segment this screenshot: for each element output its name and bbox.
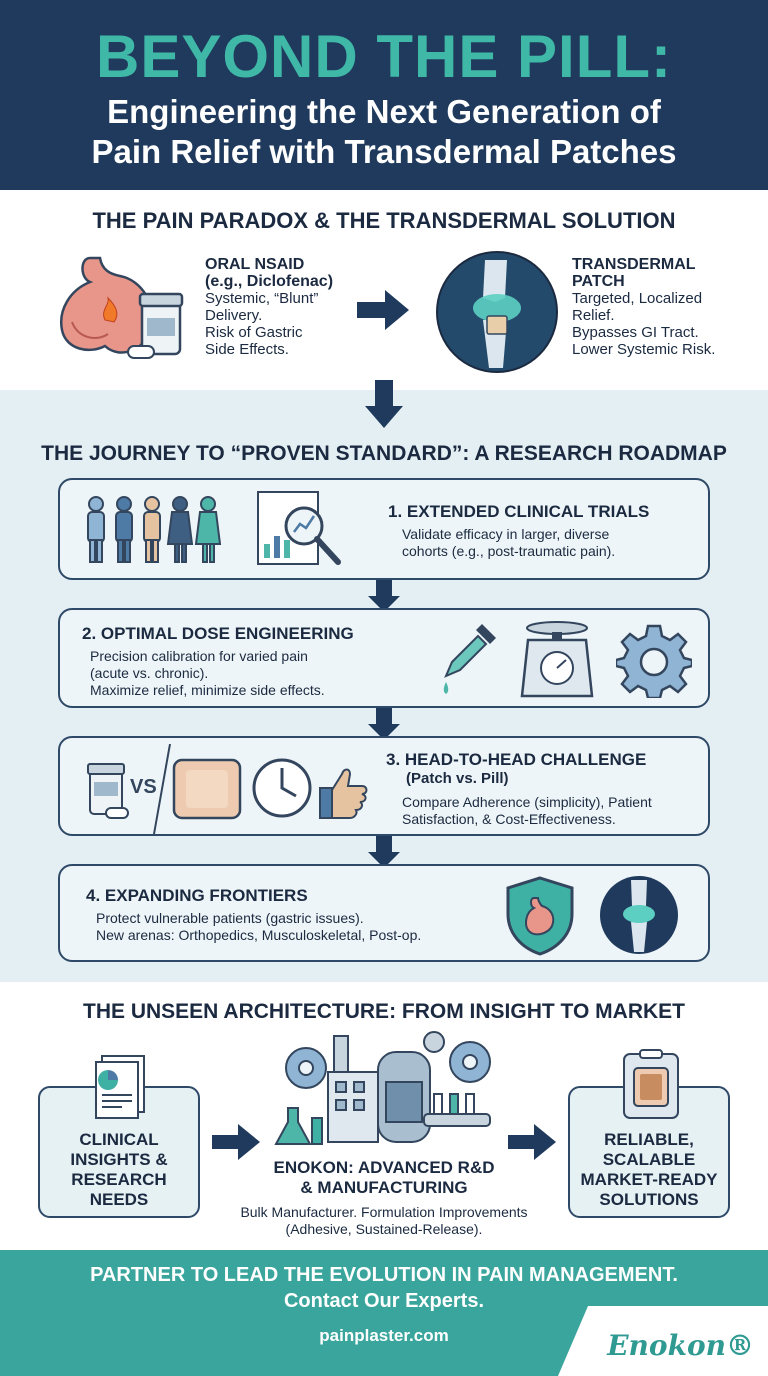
step-2-desc-line: (acute vs. chronic).: [90, 665, 209, 681]
scale-icon: [520, 621, 594, 698]
pill-bottle-icon: [87, 763, 129, 819]
people-group-icon: [87, 496, 222, 563]
oral-line: Side Effects.: [205, 341, 289, 358]
document-icon: [95, 1055, 145, 1119]
roadmap-step-2-card: 2. OPTIMAL DOSE ENGINEERING Precision ca…: [58, 608, 710, 708]
step-2-desc-line: Precision calibration for varied pain: [90, 648, 308, 664]
pain-paradox-section: THE PAIN PARADOX & THE TRANSDERMAL SOLUT…: [0, 190, 768, 390]
step-4-title: 4. EXPANDING FRONTIERS: [86, 886, 308, 905]
market-line: RELIABLE,: [604, 1130, 694, 1149]
transdermal-patch-text: TRANSDERMAL PATCH Targeted, Localized Re…: [572, 256, 715, 358]
enokon-rd-desc: Bulk Manufacturer. Formulation Improveme…: [204, 1204, 564, 1238]
oral-line: Systemic, “Blunt”: [205, 290, 319, 307]
enokon-title-line: ENOKON: ADVANCED R&D: [273, 1158, 495, 1177]
knee-joint-icon: [600, 876, 678, 954]
patch-line: Bypasses GI Tract.: [572, 324, 699, 341]
header-banner: BEYOND THE PILL: Engineering the Next Ge…: [0, 0, 768, 190]
step-4-desc: Protect vulnerable patients (gastric iss…: [96, 910, 421, 944]
roadmap-title: THE JOURNEY TO “PROVEN STANDARD”: A RESE…: [41, 442, 727, 465]
knee-joint-icon: [436, 251, 558, 373]
footer-contact[interactable]: Contact Our Experts.: [283, 1290, 485, 1312]
patch-line: Lower Systemic Risk.: [572, 341, 716, 358]
enokon-logo[interactable]: Enokon®: [607, 1329, 754, 1362]
stomach-pill-bottle-icon: [60, 256, 184, 359]
step-1-desc: Validate efficacy in larger, diverse coh…: [402, 526, 615, 560]
arrow-right-icon: [357, 290, 409, 330]
clock-thumbs-up-icon: [252, 758, 368, 819]
step-2-desc-line: Maximize relief, minimize side effects.: [90, 682, 325, 698]
clinical-line: CLINICAL: [79, 1130, 159, 1149]
step-3-title: 3. HEAD-TO-HEAD CHALLENGE: [386, 750, 647, 769]
arrow-right-icon: [508, 1124, 556, 1160]
step-3-desc-line: Compare Adherence (simplicity), Patient: [402, 794, 652, 810]
page-title: BEYOND THE PILL:: [95, 23, 672, 90]
architecture-title: THE UNSEEN ARCHITECTURE: FROM INSIGHT TO…: [83, 1000, 685, 1023]
roadmap-step-4-card: 4. EXPANDING FRONTIERS Protect vulnerabl…: [58, 864, 710, 962]
shield-stomach-icon: [506, 876, 574, 956]
dropper-icon: [443, 624, 496, 694]
arrow-down-icon: [368, 708, 400, 740]
clinical-line: INSIGHTS &: [70, 1150, 168, 1169]
patch-line: Relief.: [572, 307, 615, 324]
pain-paradox-title: THE PAIN PARADOX & THE TRANSDERMAL SOLUT…: [92, 208, 676, 233]
footer-cta: PARTNER TO LEAD THE EVOLUTION IN PAIN MA…: [90, 1264, 678, 1286]
subtitle-line-2: Pain Relief with Transdermal Patches: [91, 133, 677, 170]
gear-icon: [616, 624, 692, 698]
arrow-down-icon: [368, 836, 400, 868]
step-3-desc: Compare Adherence (simplicity), Patient …: [402, 794, 652, 828]
factory-lab-icon: [274, 1031, 491, 1145]
patch-heading-1: TRANSDERMAL: [572, 256, 696, 273]
enokon-rd-title: ENOKON: ADVANCED R&D & MANUFACTURING: [264, 1158, 504, 1198]
market-line: MARKET-READY: [580, 1170, 718, 1189]
footer-url[interactable]: painplaster.com: [319, 1326, 449, 1345]
enokon-desc-line: (Adhesive, Sustained-Release).: [285, 1221, 483, 1237]
step-1-title: 1. EXTENDED CLINICAL TRIALS: [388, 502, 650, 521]
patch-line: Targeted, Localized: [572, 290, 703, 307]
step-4-desc-line: Protect vulnerable patients (gastric iss…: [96, 910, 364, 926]
oral-line: Delivery.: [205, 307, 263, 324]
step-4-desc-line: New arenas: Orthopedics, Musculoskeletal…: [96, 927, 422, 943]
step-3-desc-line: Satisfaction, & Cost-Effectiveness.: [402, 811, 616, 827]
versus-label: VS: [130, 776, 157, 798]
page-subtitle: Engineering the Next Generation of Pain …: [0, 92, 768, 172]
patch-heading-2: PATCH: [572, 273, 625, 290]
oral-line: Risk of Gastric: [205, 324, 303, 341]
step-2-desc: Precision calibration for varied pain (a…: [90, 648, 325, 699]
roadmap-step-3-card: VS 3. HEAD-TO-HEAD CHALLENGE (Patch vs. …: [58, 736, 710, 836]
oral-heading-2: (e.g., Diclofenac): [205, 273, 334, 290]
footer-banner: PARTNER TO LEAD THE EVOLUTION IN PAIN MA…: [0, 1250, 768, 1376]
clinical-line: RESEARCH: [71, 1170, 167, 1189]
roadmap-step-1-card: 1. EXTENDED CLINICAL TRIALS Validate eff…: [58, 478, 710, 580]
oral-nsaid-text: ORAL NSAID (e.g., Diclofenac) Systemic, …: [205, 256, 333, 358]
arrow-right-icon: [212, 1124, 260, 1160]
step-1-desc-line: Validate efficacy in larger, diverse: [402, 526, 610, 542]
step-1-desc-line: cohorts (e.g., post-traumatic pain).: [402, 543, 616, 559]
arrow-down-icon: [365, 380, 403, 428]
subtitle-line-1: Engineering the Next Generation of: [107, 93, 661, 130]
divider-slash: [153, 744, 171, 834]
patch-icon: [172, 758, 242, 820]
oral-heading-1: ORAL NSAID: [205, 256, 305, 273]
logo-background: [558, 1306, 768, 1376]
research-roadmap-section: THE JOURNEY TO “PROVEN STANDARD”: A RESE…: [0, 380, 768, 982]
step-3-subtitle: (Patch vs. Pill): [406, 770, 509, 787]
step-2-title: 2. OPTIMAL DOSE ENGINEERING: [82, 624, 354, 643]
market-line: SOLUTIONS: [599, 1190, 699, 1209]
clinical-line: NEEDS: [89, 1190, 149, 1209]
magnifier-chart-icon: [257, 491, 341, 565]
enokon-desc-line: Bulk Manufacturer. Formulation Improveme…: [240, 1204, 528, 1220]
patch-package-icon: [623, 1049, 679, 1119]
enokon-title-line: & MANUFACTURING: [300, 1178, 468, 1197]
architecture-section: THE UNSEEN ARCHITECTURE: FROM INSIGHT TO…: [0, 982, 768, 1250]
market-line: SCALABLE: [602, 1150, 696, 1169]
arrow-down-icon: [368, 580, 400, 612]
